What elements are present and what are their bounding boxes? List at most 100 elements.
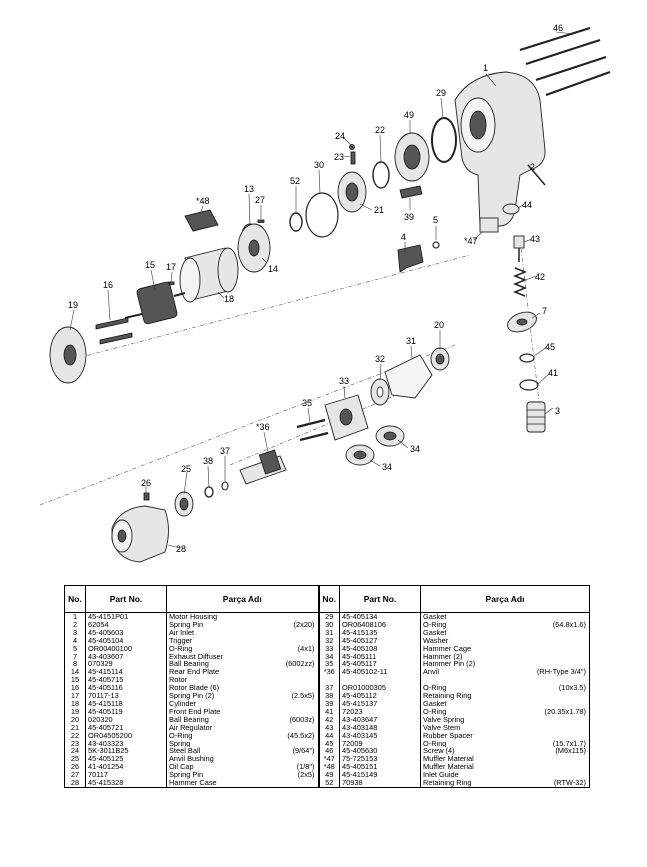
part-name-cell: Rotor Blade (6) xyxy=(166,684,319,693)
part-name-cell: Hammer (2) xyxy=(420,652,590,661)
part-number-index: 4 xyxy=(64,636,86,645)
part-name: Spring Pin (2) xyxy=(169,692,215,700)
part-number: 72009 xyxy=(339,739,421,748)
retaining-ring-part xyxy=(289,212,303,232)
part-name-cell: Anvil Bushing xyxy=(166,755,319,764)
part-number: 62054 xyxy=(85,620,167,629)
part-name: Hammer Cage xyxy=(423,644,472,653)
front-end-plate-part xyxy=(49,326,87,384)
retaining-ring-part xyxy=(204,486,214,498)
callout-label: 32 xyxy=(375,354,385,364)
valve-spring-part xyxy=(512,267,528,297)
part-name-cell: Washer xyxy=(420,636,590,645)
part-number: 45-405603 xyxy=(85,628,167,637)
part-name: Motor Housing xyxy=(169,612,218,621)
part-number: 45-405116 xyxy=(85,684,167,693)
part-number: 43-403148 xyxy=(339,723,421,732)
part-name-cell: Retaining Ring(RTW-32) xyxy=(420,779,590,788)
part-number-index: 33 xyxy=(317,644,340,653)
callout-label: 37 xyxy=(220,446,230,456)
part-spec: (M6x115) xyxy=(555,747,586,756)
part-name: Muffler Material xyxy=(423,755,474,764)
part-number: 45-405111 xyxy=(339,652,421,661)
part-number: 45-405117 xyxy=(339,660,421,669)
part-name: Hammer (2) xyxy=(423,652,463,661)
part-spec: (4x1) xyxy=(297,644,315,653)
part-number-index: 20 xyxy=(64,715,86,724)
o-ring-part xyxy=(519,379,539,391)
air-regulator-part xyxy=(337,171,367,213)
part-name-cell: Exhaust Diffuser xyxy=(166,652,319,661)
part-number: 72023 xyxy=(339,707,421,716)
part-number: 45-405151 xyxy=(339,763,421,772)
part-name: Retaining Ring xyxy=(423,692,472,700)
part-number: 45-415328 xyxy=(85,779,167,788)
part-name: O-Ring xyxy=(423,620,447,629)
part-number: 43-403647 xyxy=(339,715,421,724)
callout-label: 23 xyxy=(334,152,344,162)
anvil-bushing-part xyxy=(174,491,194,517)
part-name-cell: Gasket xyxy=(420,699,590,708)
motor-housing-part xyxy=(454,71,546,227)
part-number-index: *47 xyxy=(317,755,340,764)
callout-label: *36 xyxy=(256,422,270,432)
callout-label: *47 xyxy=(464,236,478,246)
part-number-index: 32 xyxy=(317,636,340,645)
rotor-part xyxy=(124,281,186,325)
part-name: Ball Bearing xyxy=(169,715,209,724)
callout-label: 46 xyxy=(553,23,563,33)
part-number: OR06408106 xyxy=(339,620,421,629)
callout-label: 15 xyxy=(145,260,155,270)
part-name: Valve Stem xyxy=(423,723,461,732)
header-name: Parça Adı xyxy=(420,585,590,613)
part-name: O-Ring xyxy=(423,684,447,693)
part-name: Steel Ball xyxy=(169,747,201,756)
axis-line xyxy=(519,239,541,411)
ball-bearing-part xyxy=(430,347,450,371)
callout-label: 24 xyxy=(335,131,345,141)
part-number-index: *48 xyxy=(317,763,340,772)
callout-label: 16 xyxy=(103,280,113,290)
part-spec: (64.8x1.6) xyxy=(552,620,586,629)
part-name-cell: O-Ring(10x3.5) xyxy=(420,684,590,693)
part-number: 45-405102-11 xyxy=(339,668,421,677)
part-name-cell: O-Ring(15.7x1.7) xyxy=(420,739,590,748)
part-number: OR04505200 xyxy=(85,731,167,740)
part-number: 45-4151P01 xyxy=(85,612,167,621)
part-number-index: 21 xyxy=(64,723,86,732)
part-name-cell: Ball Bearing(6003z) xyxy=(166,715,319,724)
screws-part xyxy=(519,26,611,97)
part-number-index: 46 xyxy=(317,747,340,756)
part-name: Screw (4) xyxy=(423,747,455,756)
washer-part xyxy=(370,378,390,406)
part-number-index: 18 xyxy=(64,699,86,708)
gasket-part xyxy=(384,354,433,399)
muffler-part xyxy=(184,209,219,232)
part-name-cell: Air Regulator xyxy=(166,723,319,732)
part-number: 41-401254 xyxy=(85,763,167,772)
header-name: Parça Adı xyxy=(166,585,319,613)
part-name-cell: O-Ring(4x1) xyxy=(166,644,319,653)
part-number-index: 29 xyxy=(317,612,340,621)
part-spec: (RH-Type 3/4") xyxy=(536,668,586,677)
callout-label: 43 xyxy=(530,234,540,244)
part-name-cell: Rear End Plate xyxy=(166,668,319,677)
part-number: OR01000305 xyxy=(339,684,421,693)
hammer-case-part xyxy=(111,505,169,563)
part-number-index: 3 xyxy=(64,628,86,637)
part-name-cell: Valve Spring xyxy=(420,715,590,724)
part-name: Spring Pin xyxy=(169,620,204,629)
part-name-cell: O-Ring(45.5x2) xyxy=(166,731,319,740)
o-ring-part xyxy=(372,161,390,189)
part-number: 70117-13 xyxy=(85,692,167,700)
muffler-part xyxy=(479,217,499,233)
part-name: Ball Bearing xyxy=(169,660,209,669)
